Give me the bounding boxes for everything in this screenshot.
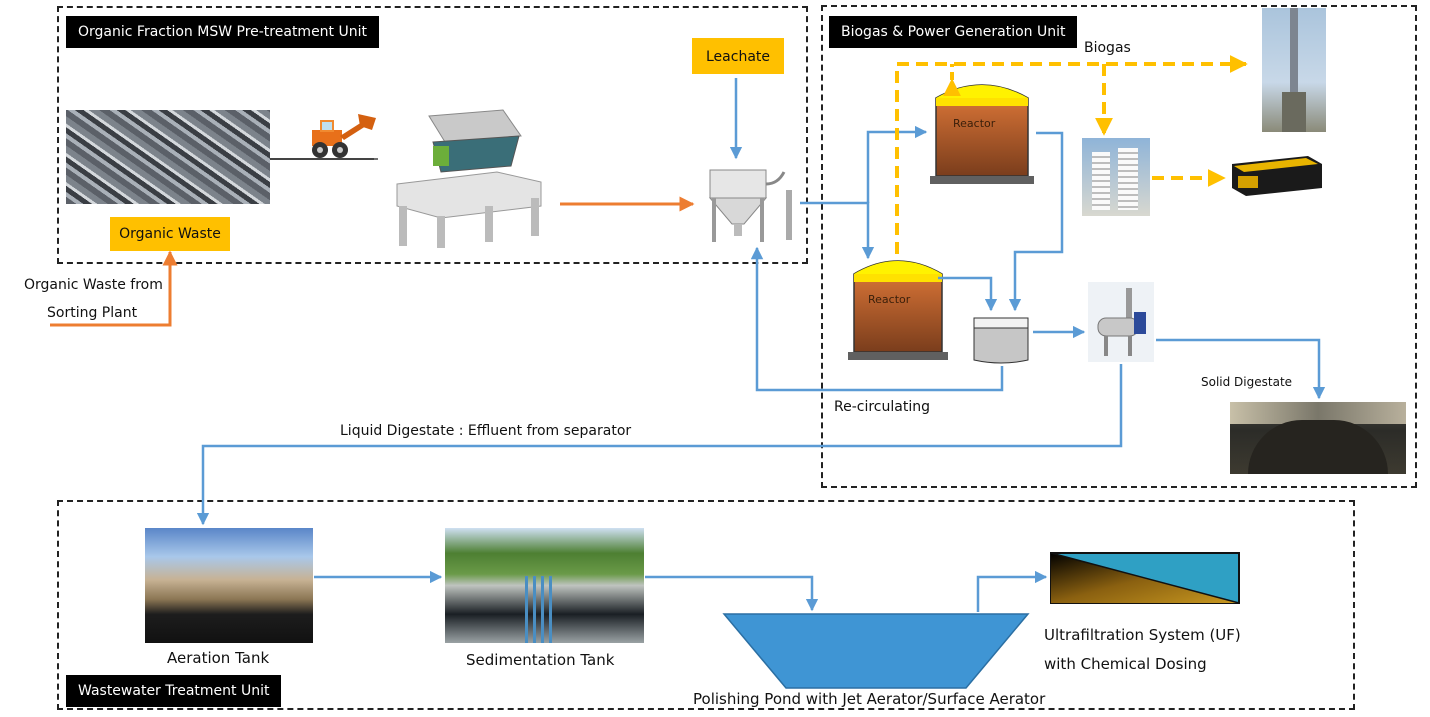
recirculating-label: Re-circulating [834,399,930,415]
pond-to-uf-arrow [976,570,1048,612]
uf-label-line1: Ultrafiltration System (UF) [1044,626,1241,644]
top-reactor-outflow [1008,131,1064,312]
pretreatment-unit-box [57,6,808,264]
source-flow-arrow [50,250,178,327]
mixing-hopper-icon [708,169,792,242]
digestate-photo [1230,402,1406,474]
source-label-line1: Organic Waste from [24,277,163,293]
liquid-digestate-arrow [196,364,1123,526]
biogas-unit-box [821,5,1417,488]
feed-top-reactor-arrow [866,125,928,203]
sedimentation-tank-label: Sedimentation Tank [466,651,615,669]
screw-press-separator-icon [1088,282,1154,362]
biogas-label: Biogas [1084,40,1131,56]
aeration-tank-photo [145,528,313,643]
reactor-bottom-label: Reactor [868,293,911,306]
membrane-icon [1050,552,1240,604]
wastewater-unit-title: Wastewater Treatment Unit [66,675,282,707]
generator-icon [1232,156,1322,196]
wheel-loader-icon [300,114,378,160]
leachate-tag: Leachate [692,38,784,74]
reactor-top-label: Reactor [953,117,996,130]
uf-label-line2: with Chemical Dosing [1044,655,1207,673]
biogas-main-line [895,55,1248,254]
waste-photo [66,110,270,204]
solid-digestate-label: Solid Digestate [1201,375,1293,389]
bottom-reactor-outflow [938,276,998,312]
pretreatment-unit-title: Organic Fraction MSW Pre-treatment Unit [66,16,379,48]
reactor-top [930,84,1034,184]
source-label-line2: Sorting Plant [47,305,138,321]
polishing-pond-label: Polishing Pond with Jet Aerator/Surface … [693,690,1046,708]
ground-line [270,158,374,160]
gas-flare-photo [1262,8,1326,132]
sedimentation-tank-photo [445,528,644,643]
liquid-digestate-label: Liquid Digestate : Effluent from separat… [340,423,632,439]
recirculation-arrow [750,246,1004,392]
aeration-tank-label: Aeration Tank [167,649,270,667]
sedimentation-to-pond-arrow [645,575,819,612]
reactor-bottom [848,260,948,360]
organic-waste-tag: Organic Waste [110,217,230,251]
digester-mix-tank [973,317,1029,364]
gas-holder-photo [1082,138,1150,216]
polishing-pond [722,613,1030,689]
hopper-to-reactors-arrow [800,201,875,260]
shredder-machine-icon [396,109,542,248]
wastewater-unit-box [57,500,1355,710]
biogas-unit-title: Biogas & Power Generation Unit [829,16,1078,48]
solid-digestate-arrow [1156,338,1326,400]
